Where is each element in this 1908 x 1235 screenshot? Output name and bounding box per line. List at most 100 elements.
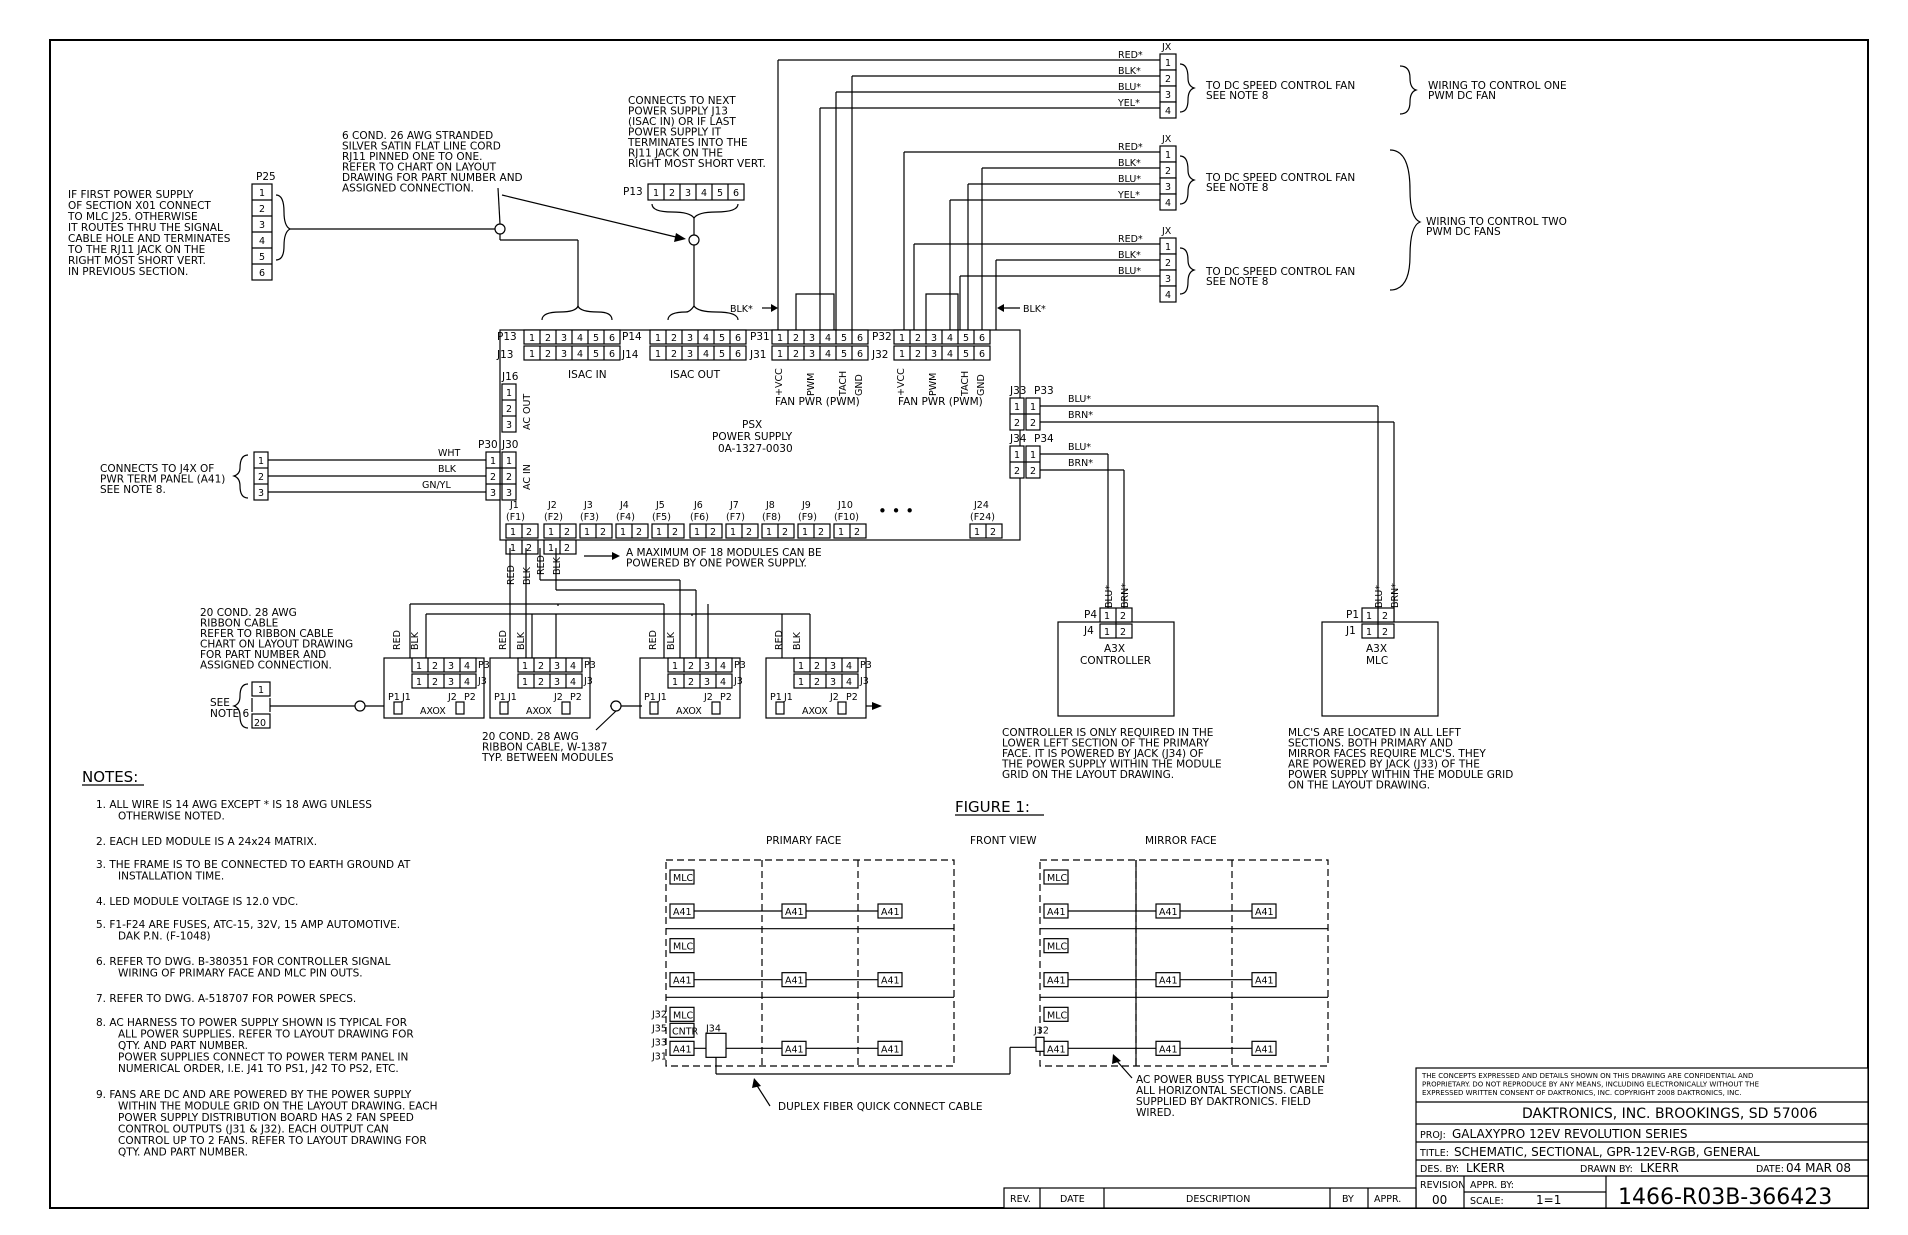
pin-number: 5	[719, 333, 725, 344]
a41-label: A41	[881, 907, 900, 918]
drawing-number: 1466-R03B-366423	[1618, 1185, 1832, 1210]
a3x-controller: P4 J4 1 2 1 2 A3X CONTROLLER	[1057, 607, 1175, 717]
p2-label: P2	[570, 692, 582, 703]
callout-line: SILVER SATIN FLAT LINE CORD	[342, 141, 501, 153]
pin-number: 1	[656, 527, 662, 538]
mlc-label: MLC	[1047, 942, 1067, 953]
p1-pin-2: 2	[1382, 611, 1388, 622]
svg-text:5: 5	[717, 188, 723, 199]
j13-label: J13	[496, 349, 513, 361]
wire-blu-j33: BLU*	[1068, 394, 1091, 405]
revision-table: REV. DATE DESCRIPTION BY APPR.	[1003, 1187, 1417, 1209]
j14-label: J14	[621, 349, 639, 361]
callout-line: RIGHT MOST SHORT VERT.	[68, 255, 206, 267]
pin-number: 2	[915, 349, 921, 360]
pin-number: 1	[1165, 58, 1171, 69]
pin-number: 5	[963, 349, 969, 360]
callout-line: SUPPLIED BY DAKTRONICS. FIELD	[1136, 1096, 1311, 1108]
primary-face-label: PRIMARY FACE	[766, 835, 841, 847]
revision-label: REVISION	[1420, 1180, 1465, 1191]
mlc-name: MLC	[1366, 655, 1388, 667]
j1-pin-2: 2	[1382, 627, 1388, 638]
p3-label: P3	[584, 660, 596, 671]
p1-pin-1: 1	[1366, 611, 1372, 622]
pin-number: 1	[548, 527, 554, 538]
callout-line: LOWER LEFT SECTION OF THE PRIMARY	[1002, 738, 1210, 750]
p1-label: P1	[388, 692, 400, 703]
callout-line: GRID ON THE LAYOUT DRAWING.	[1002, 769, 1174, 781]
j2-label: J2	[447, 692, 457, 703]
module-wire-blk: BLK	[516, 631, 527, 650]
isac-in-label: ISAC IN	[568, 369, 607, 381]
note-line: OTHERWISE NOTED.	[118, 811, 225, 823]
callout-line: FOR PART NUMBER AND	[200, 649, 326, 661]
note-line: QTY. AND PART NUMBER.	[118, 1147, 248, 1159]
figure-1: FIGURE 1: PRIMARY FACE FRONT VIEW MIRROR…	[651, 798, 1329, 1075]
pin-number: 2	[671, 349, 677, 360]
fuse-label: (F7)	[726, 512, 745, 523]
callout-line: NOTE 6	[210, 708, 250, 720]
callout-line: FACE. IT IS POWERED BY JACK (J34) OF	[1002, 748, 1204, 760]
callout-line: 20 COND. 28 AWG	[482, 731, 579, 743]
pin-number: 2	[746, 527, 752, 538]
note-line: 5. F1-F24 ARE FUSES, ATC-15, 32V, 15 AMP…	[96, 919, 400, 931]
a41-block	[1251, 972, 1277, 988]
pin-number: 4	[464, 677, 470, 688]
pin-number: 3	[830, 677, 836, 688]
pin-number: 2	[818, 527, 824, 538]
svg-text:1: 1	[258, 456, 264, 467]
fuse-jack-label: J2	[547, 500, 557, 511]
axox-label: AXOX	[676, 706, 702, 717]
pin-number: 3	[561, 333, 567, 344]
pin-number: 2	[672, 527, 678, 538]
callout-line: EXPRESSED WRITTEN CONSENT OF DAKTRONICS,…	[1422, 1089, 1741, 1097]
cntr-label: CNTR	[672, 1026, 699, 1037]
proj-label: PROJ:	[1420, 1130, 1446, 1141]
a41-label: A41	[881, 976, 900, 987]
p4-label: P4	[1084, 609, 1097, 621]
callout-line: POWER SUPPLY J13	[628, 106, 728, 118]
fuse-label: (F10)	[834, 512, 859, 523]
callout-line: ASSIGNED CONNECTION.	[342, 183, 474, 195]
fan-pin-label: TACH	[960, 371, 971, 397]
pin-number: 2	[600, 527, 606, 538]
fan-wire-label: BLK*	[1118, 250, 1141, 261]
appr-label: APPR. BY:	[1470, 1180, 1514, 1191]
j1-label: J1	[401, 692, 411, 703]
pin-number: 2	[671, 333, 677, 344]
callout-line: WIRED.	[1136, 1107, 1175, 1119]
a41-label: A41	[1047, 1044, 1066, 1055]
front-view-label: FRONT VIEW	[970, 835, 1037, 847]
mlc-block	[669, 1006, 695, 1022]
callout-line: SECTIONS. BOTH PRIMARY AND	[1288, 738, 1453, 750]
pin-number: 2	[545, 333, 551, 344]
note-line: NUMERICAL ORDER, I.E. J41 TO PS1, J42 TO…	[118, 1063, 399, 1075]
fan-wire-label: RED*	[1118, 234, 1143, 245]
wire-gnyl-label: GN/YL	[422, 480, 451, 491]
ac-harness: 123 WHT BLK GN/YL	[232, 448, 486, 501]
callout-line: REFER TO CHART ON LAYOUT	[342, 162, 497, 174]
fan-wire-label: RED*	[1118, 142, 1143, 153]
fuse-jack-label: J24	[973, 500, 989, 511]
pin-number: 2	[526, 543, 532, 554]
callout-line: ASSIGNED CONNECTION.	[200, 660, 332, 672]
svg-text:4: 4	[701, 188, 707, 199]
svg-text:3: 3	[506, 488, 512, 499]
pin-number: 2	[688, 661, 694, 672]
fuse-label: (F9)	[798, 512, 817, 523]
svg-text:5: 5	[259, 252, 265, 263]
callout-line: A MAXIMUM OF 18 MODULES CAN BE	[626, 547, 822, 559]
pin-number: 5	[963, 333, 969, 344]
pin-number: 2	[854, 527, 860, 538]
callout-line: (ISAC IN) OR IF LAST	[628, 116, 736, 128]
pin-number: 2	[1165, 166, 1171, 177]
svg-text:3: 3	[506, 420, 512, 431]
a41-label: A41	[673, 907, 692, 918]
jx-label: JX	[1161, 134, 1172, 145]
svg-text:2: 2	[259, 204, 265, 215]
svg-text:2: 2	[506, 472, 512, 483]
callout-line: TYP. BETWEEN MODULES	[481, 752, 614, 764]
pin-number: 6	[735, 349, 741, 360]
callout-line: TO THE RJ11 JACK ON THE	[67, 244, 205, 256]
